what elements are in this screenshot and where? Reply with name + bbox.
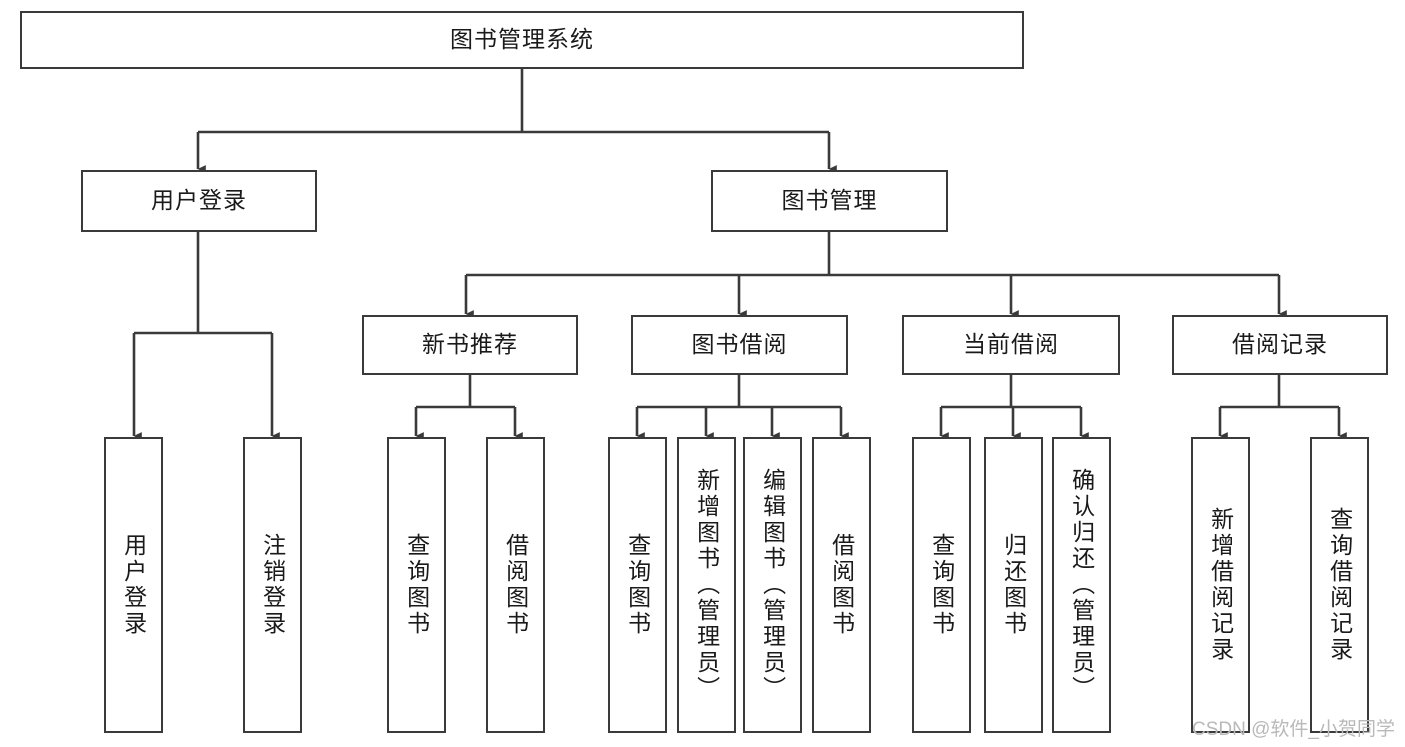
node-book-borrow[interactable]: 图书借阅	[631, 315, 848, 375]
node-leaf-rec-query-record[interactable]: 查询借阅记录	[1310, 437, 1369, 733]
node-leaf-borrow-query-book[interactable]: 查询图书	[608, 437, 667, 733]
node-leaf-rec-query-book-label: 查询图书	[403, 533, 430, 637]
node-leaf-cur-query-book-label: 查询图书	[928, 533, 955, 637]
node-book-manage[interactable]: 图书管理	[711, 170, 948, 232]
node-book-borrow-label: 图书借阅	[691, 331, 788, 358]
node-current-borrow[interactable]: 当前借阅	[902, 315, 1120, 375]
node-leaf-borrow-add-book[interactable]: 新增图书（管理员）	[677, 437, 736, 733]
node-borrow-record-label: 借阅记录	[1232, 331, 1328, 358]
node-leaf-cur-query-book[interactable]: 查询图书	[912, 437, 971, 733]
node-leaf-borrow-edit-book[interactable]: 编辑图书（管理员）	[743, 437, 802, 733]
node-leaf-rec-add-record[interactable]: 新增借阅记录	[1191, 437, 1250, 733]
node-user-login[interactable]: 用户登录	[81, 170, 317, 232]
node-book-manage-label: 图书管理	[781, 187, 878, 214]
node-leaf-user-login[interactable]: 用户登录	[104, 437, 163, 733]
node-leaf-borrow-borrow-book[interactable]: 借阅图书	[812, 437, 871, 733]
node-leaf-rec-query-book[interactable]: 查询图书	[387, 437, 446, 733]
node-leaf-user-login-label: 用户登录	[120, 533, 147, 637]
node-leaf-cur-return-book[interactable]: 归还图书	[984, 437, 1043, 733]
node-leaf-rec-borrow-book[interactable]: 借阅图书	[486, 437, 545, 733]
node-leaf-cur-confirm-return-label: 确认归还（管理员）	[1068, 468, 1095, 702]
node-leaf-borrow-edit-book-label: 编辑图书（管理员）	[759, 468, 786, 702]
node-new-book-recommend-label: 新书推荐	[422, 331, 518, 358]
node-leaf-rec-borrow-book-label: 借阅图书	[502, 533, 529, 637]
node-borrow-record[interactable]: 借阅记录	[1172, 315, 1388, 375]
node-leaf-user-logout-label: 注销登录	[259, 533, 286, 637]
node-leaf-rec-add-record-label: 新增借阅记录	[1207, 507, 1234, 663]
node-current-borrow-label: 当前借阅	[963, 331, 1059, 358]
node-leaf-borrow-borrow-book-label: 借阅图书	[828, 533, 855, 637]
node-root-label: 图书管理系统	[450, 26, 594, 53]
node-user-login-label: 用户登录	[151, 187, 247, 214]
node-leaf-cur-return-book-label: 归还图书	[1000, 533, 1027, 637]
node-leaf-rec-query-record-label: 查询借阅记录	[1326, 507, 1353, 663]
node-leaf-borrow-add-book-label: 新增图书（管理员）	[693, 468, 720, 702]
node-leaf-user-logout[interactable]: 注销登录	[243, 437, 302, 733]
node-root[interactable]: 图书管理系统	[20, 11, 1024, 69]
node-new-book-recommend[interactable]: 新书推荐	[362, 315, 578, 375]
csdn-watermark: CSDN @软件_小贺同学	[1192, 719, 1395, 740]
node-leaf-borrow-query-book-label: 查询图书	[624, 533, 651, 637]
node-leaf-cur-confirm-return[interactable]: 确认归还（管理员）	[1052, 437, 1111, 733]
